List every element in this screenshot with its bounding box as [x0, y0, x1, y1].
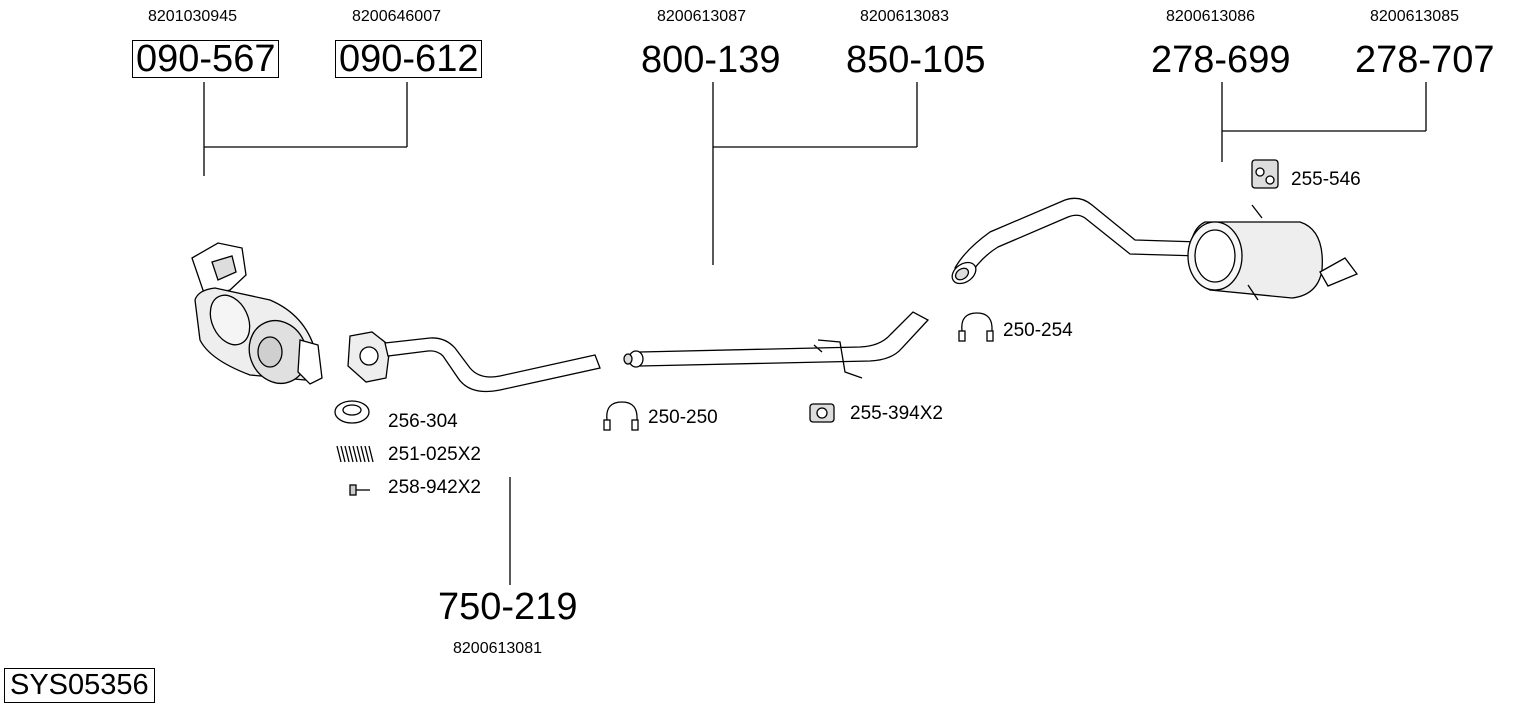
catalytic-converter-drawing[interactable]: [191, 242, 323, 393]
part-ref-rear-silencer[interactable]: 278-699: [1151, 39, 1291, 81]
middle-pipe-drawing[interactable]: [623, 311, 930, 379]
rubber-mount-rear-icon[interactable]: [1251, 159, 1279, 189]
part-ref-middle-pipe-alt[interactable]: 850-105: [846, 39, 986, 81]
part-ref-fitting-kit[interactable]: 090-612: [335, 40, 483, 78]
oem-number-middle-pipe-alt: 8200613083: [860, 8, 949, 25]
leader-lines-rear-silencer: [1221, 82, 1427, 162]
oem-number-front-pipe: 8200613081: [453, 640, 542, 657]
part-ref-catalytic-converter[interactable]: 090-567: [132, 40, 280, 78]
oem-number-middle-pipe: 8200613087: [657, 8, 746, 25]
clamp-rear-icon[interactable]: [958, 312, 994, 342]
leader-lines-middle-pipe: [712, 82, 918, 265]
oem-number-catalytic-converter: 8201030945: [148, 8, 237, 25]
accessory-ref-clamp-rear[interactable]: 250-254: [1003, 320, 1073, 341]
accessory-ref-rubber-mount-rear[interactable]: 255-546: [1291, 169, 1361, 190]
clamp-front-icon[interactable]: [603, 401, 639, 431]
rubber-mount-mid-icon[interactable]: [809, 403, 835, 423]
accessory-ref-bolt[interactable]: 258-942X2: [388, 477, 481, 498]
part-ref-rear-silencer-alt[interactable]: 278-707: [1355, 39, 1495, 81]
accessory-ref-gasket[interactable]: 256-304: [388, 411, 458, 432]
oem-number-rear-silencer: 8200613086: [1166, 8, 1255, 25]
accessory-ref-rubber-mount-mid[interactable]: 255-394X2: [850, 403, 943, 424]
spring-icon[interactable]: [336, 445, 374, 463]
system-code: SYS05356: [4, 668, 155, 703]
oem-number-fitting-kit: 8200646007: [352, 8, 441, 25]
accessory-ref-clamp-front[interactable]: 250-250: [648, 407, 718, 428]
bolt-icon[interactable]: [349, 484, 370, 496]
gasket-icon[interactable]: [334, 400, 370, 424]
front-pipe-drawing[interactable]: [347, 331, 601, 393]
part-ref-front-pipe[interactable]: 750-219: [438, 586, 578, 628]
oem-number-rear-silencer-alt: 8200613085: [1370, 8, 1459, 25]
leader-lines-catalyst: [203, 82, 408, 176]
accessory-ref-spring[interactable]: 251-025X2: [388, 444, 481, 465]
rear-silencer-drawing[interactable]: [948, 197, 1359, 301]
part-ref-middle-pipe[interactable]: 800-139: [641, 39, 781, 81]
